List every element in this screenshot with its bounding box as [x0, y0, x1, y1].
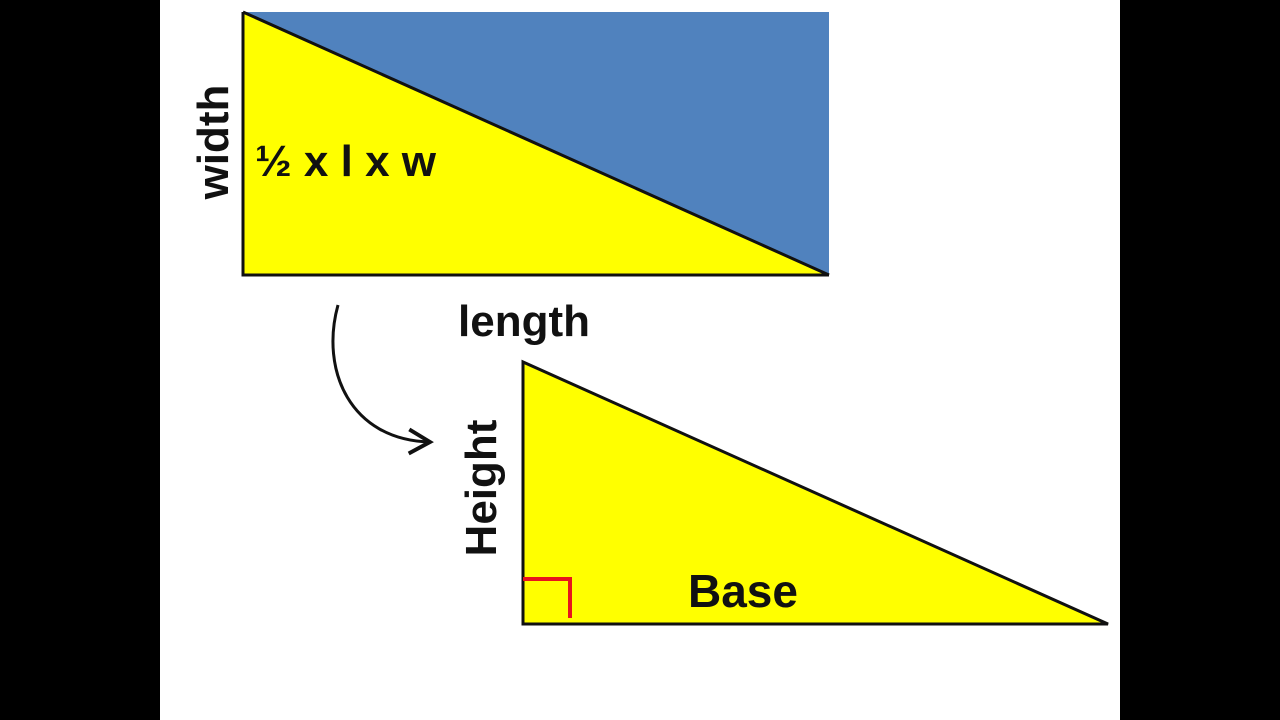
base-label: Base — [688, 565, 798, 617]
formula-label: ½ x l x w — [255, 137, 437, 186]
width-label: width — [189, 85, 238, 201]
length-label: length — [458, 297, 590, 346]
curved-arrow — [331, 304, 434, 456]
diagonal-line — [242, 10, 830, 277]
right-triangle — [521, 359, 1109, 626]
rectangle-outline — [241, 12, 829, 277]
right-angle-marker — [523, 577, 572, 618]
height-label: Height — [457, 419, 506, 556]
